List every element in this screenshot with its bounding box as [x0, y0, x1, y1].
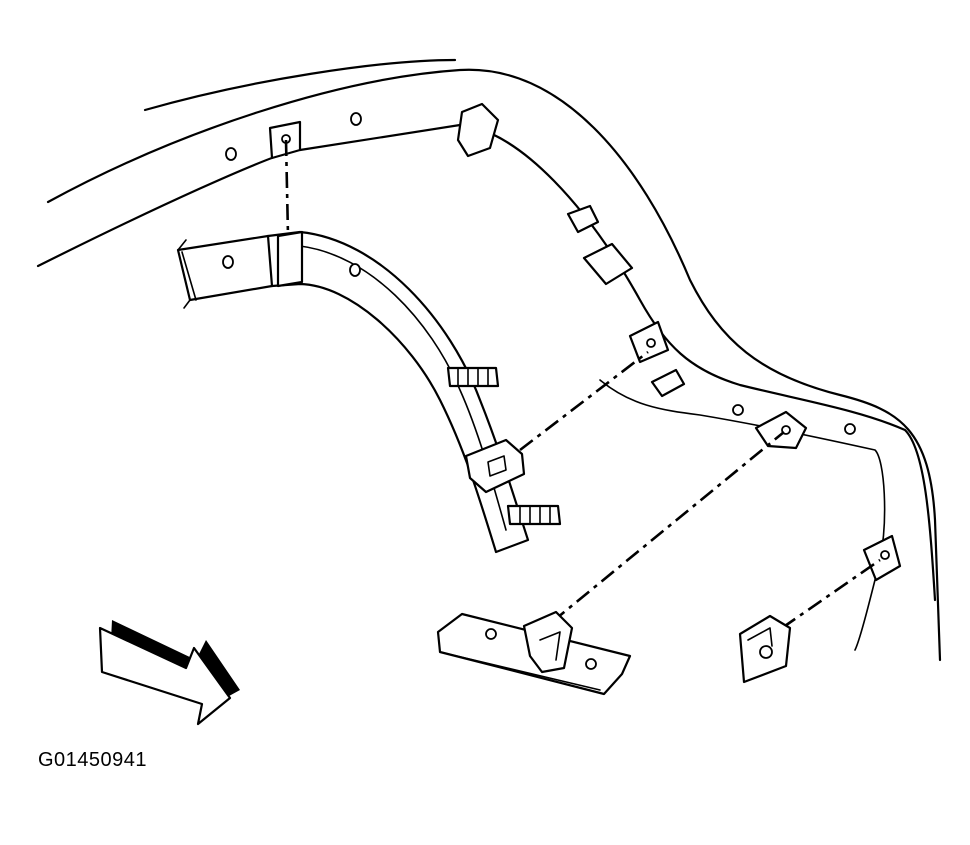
view-direction-arrow	[98, 620, 240, 726]
fender-body	[36, 58, 942, 662]
figure-id-label: G01450941	[38, 749, 148, 771]
fender-clip-tabs	[268, 102, 902, 582]
wheel-flare-molding	[176, 230, 530, 554]
alignment-lines	[284, 139, 881, 630]
retainer-clip	[738, 614, 792, 684]
studs	[446, 366, 562, 526]
mounting-bracket	[436, 610, 632, 696]
